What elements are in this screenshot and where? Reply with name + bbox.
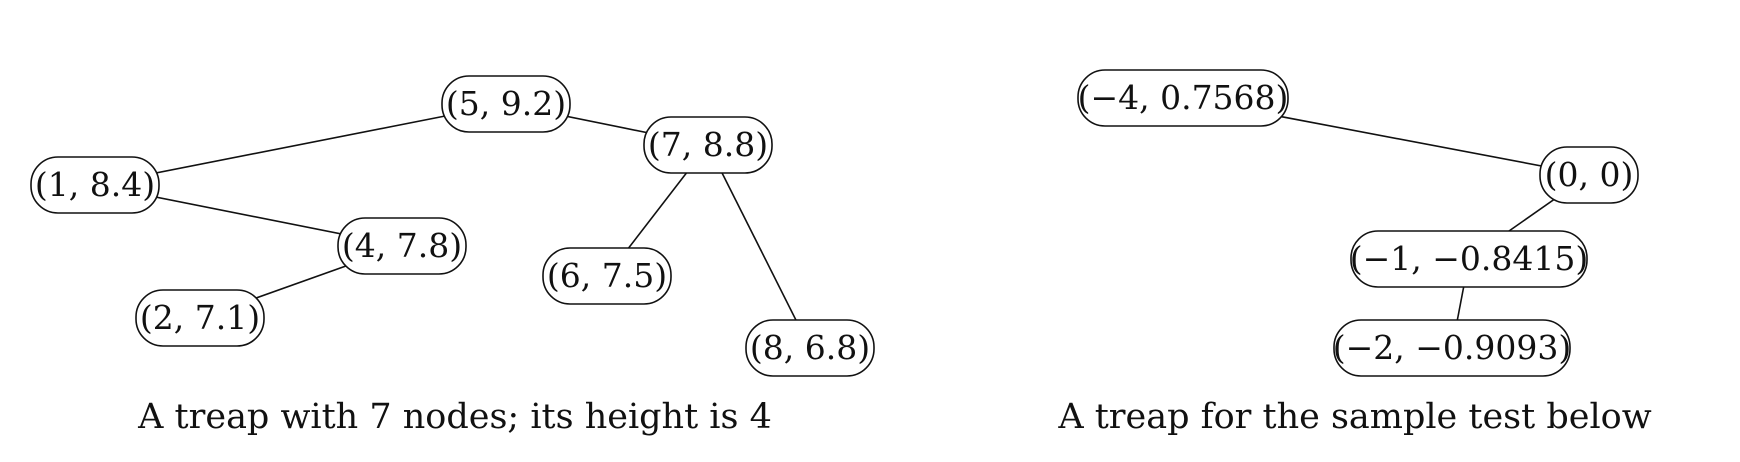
tree-node: (6, 7.5) (542, 247, 672, 305)
tree-node: (5, 9.2) (441, 75, 571, 133)
edges-right (1182, 97, 1590, 349)
caption-left: A treap with 7 nodes; its height is 4 (137, 397, 772, 437)
node-label: (2, 7.1) (140, 298, 260, 337)
node-label: (4, 7.8) (342, 226, 462, 265)
treap-right-diagram: (−4, 0.7568) (0, 0) (−1, −0.8415) (−2, −0.9… (1057, 69, 1652, 437)
node-box (542, 247, 672, 305)
node-box (1077, 69, 1289, 127)
node-label: (−4, 0.7568) (1078, 78, 1289, 117)
tree-node: (7, 8.8) (643, 116, 773, 174)
node-label: (7, 8.8) (648, 125, 768, 164)
node-box (643, 116, 773, 174)
node-label: (5, 9.2) (446, 84, 566, 123)
nodes-right: (−4, 0.7568) (0, 0) (−1, −0.8415) (−2, −0.9… (1077, 69, 1639, 377)
node-box (135, 289, 265, 347)
treap-left-diagram: (5, 9.2) (7, 8.8) (1, 8.4) (4, 7.8) (6, 7.5)… (30, 75, 875, 437)
node-box (1333, 319, 1571, 377)
nodes-left: (5, 9.2) (7, 8.8) (1, 8.4) (4, 7.8) (6, 7.5)… (30, 75, 875, 377)
node-box (1350, 230, 1588, 288)
node-label: (−1, −0.8415) (1350, 239, 1589, 278)
tree-node: (0, 0) (1539, 146, 1639, 204)
node-box (30, 156, 160, 214)
tree-node: (1, 8.4) (30, 156, 160, 214)
tree-node: (−4, 0.7568) (1077, 69, 1289, 127)
node-box (1539, 146, 1639, 204)
tree-node: (−1, −0.8415) (1350, 230, 1589, 288)
node-label: (8, 6.8) (750, 328, 870, 367)
node-box (441, 75, 571, 133)
edge-n7-n8 (707, 144, 811, 349)
node-box (337, 217, 467, 275)
tree-node: (8, 6.8) (745, 319, 875, 377)
tree-node: (4, 7.8) (337, 217, 467, 275)
tree-node: (−2, −0.9093) (1333, 319, 1572, 377)
node-label: (1, 8.4) (35, 165, 155, 204)
node-label: (6, 7.5) (547, 256, 667, 295)
node-label: (0, 0) (1545, 155, 1634, 194)
node-box (745, 319, 875, 377)
node-label: (−2, −0.9093) (1333, 328, 1572, 367)
tree-node: (2, 7.1) (135, 289, 265, 347)
edge-n5-n1 (94, 103, 507, 186)
caption-right: A treap for the sample test below (1057, 397, 1651, 437)
